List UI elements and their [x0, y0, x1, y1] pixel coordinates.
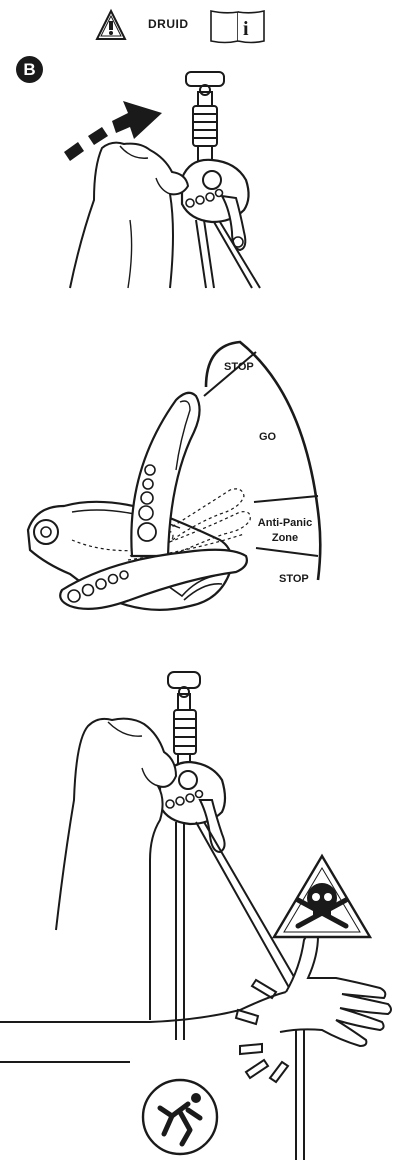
- skull-crossbones-warning-icon: [274, 856, 370, 937]
- falling-person-icon: [143, 1080, 217, 1154]
